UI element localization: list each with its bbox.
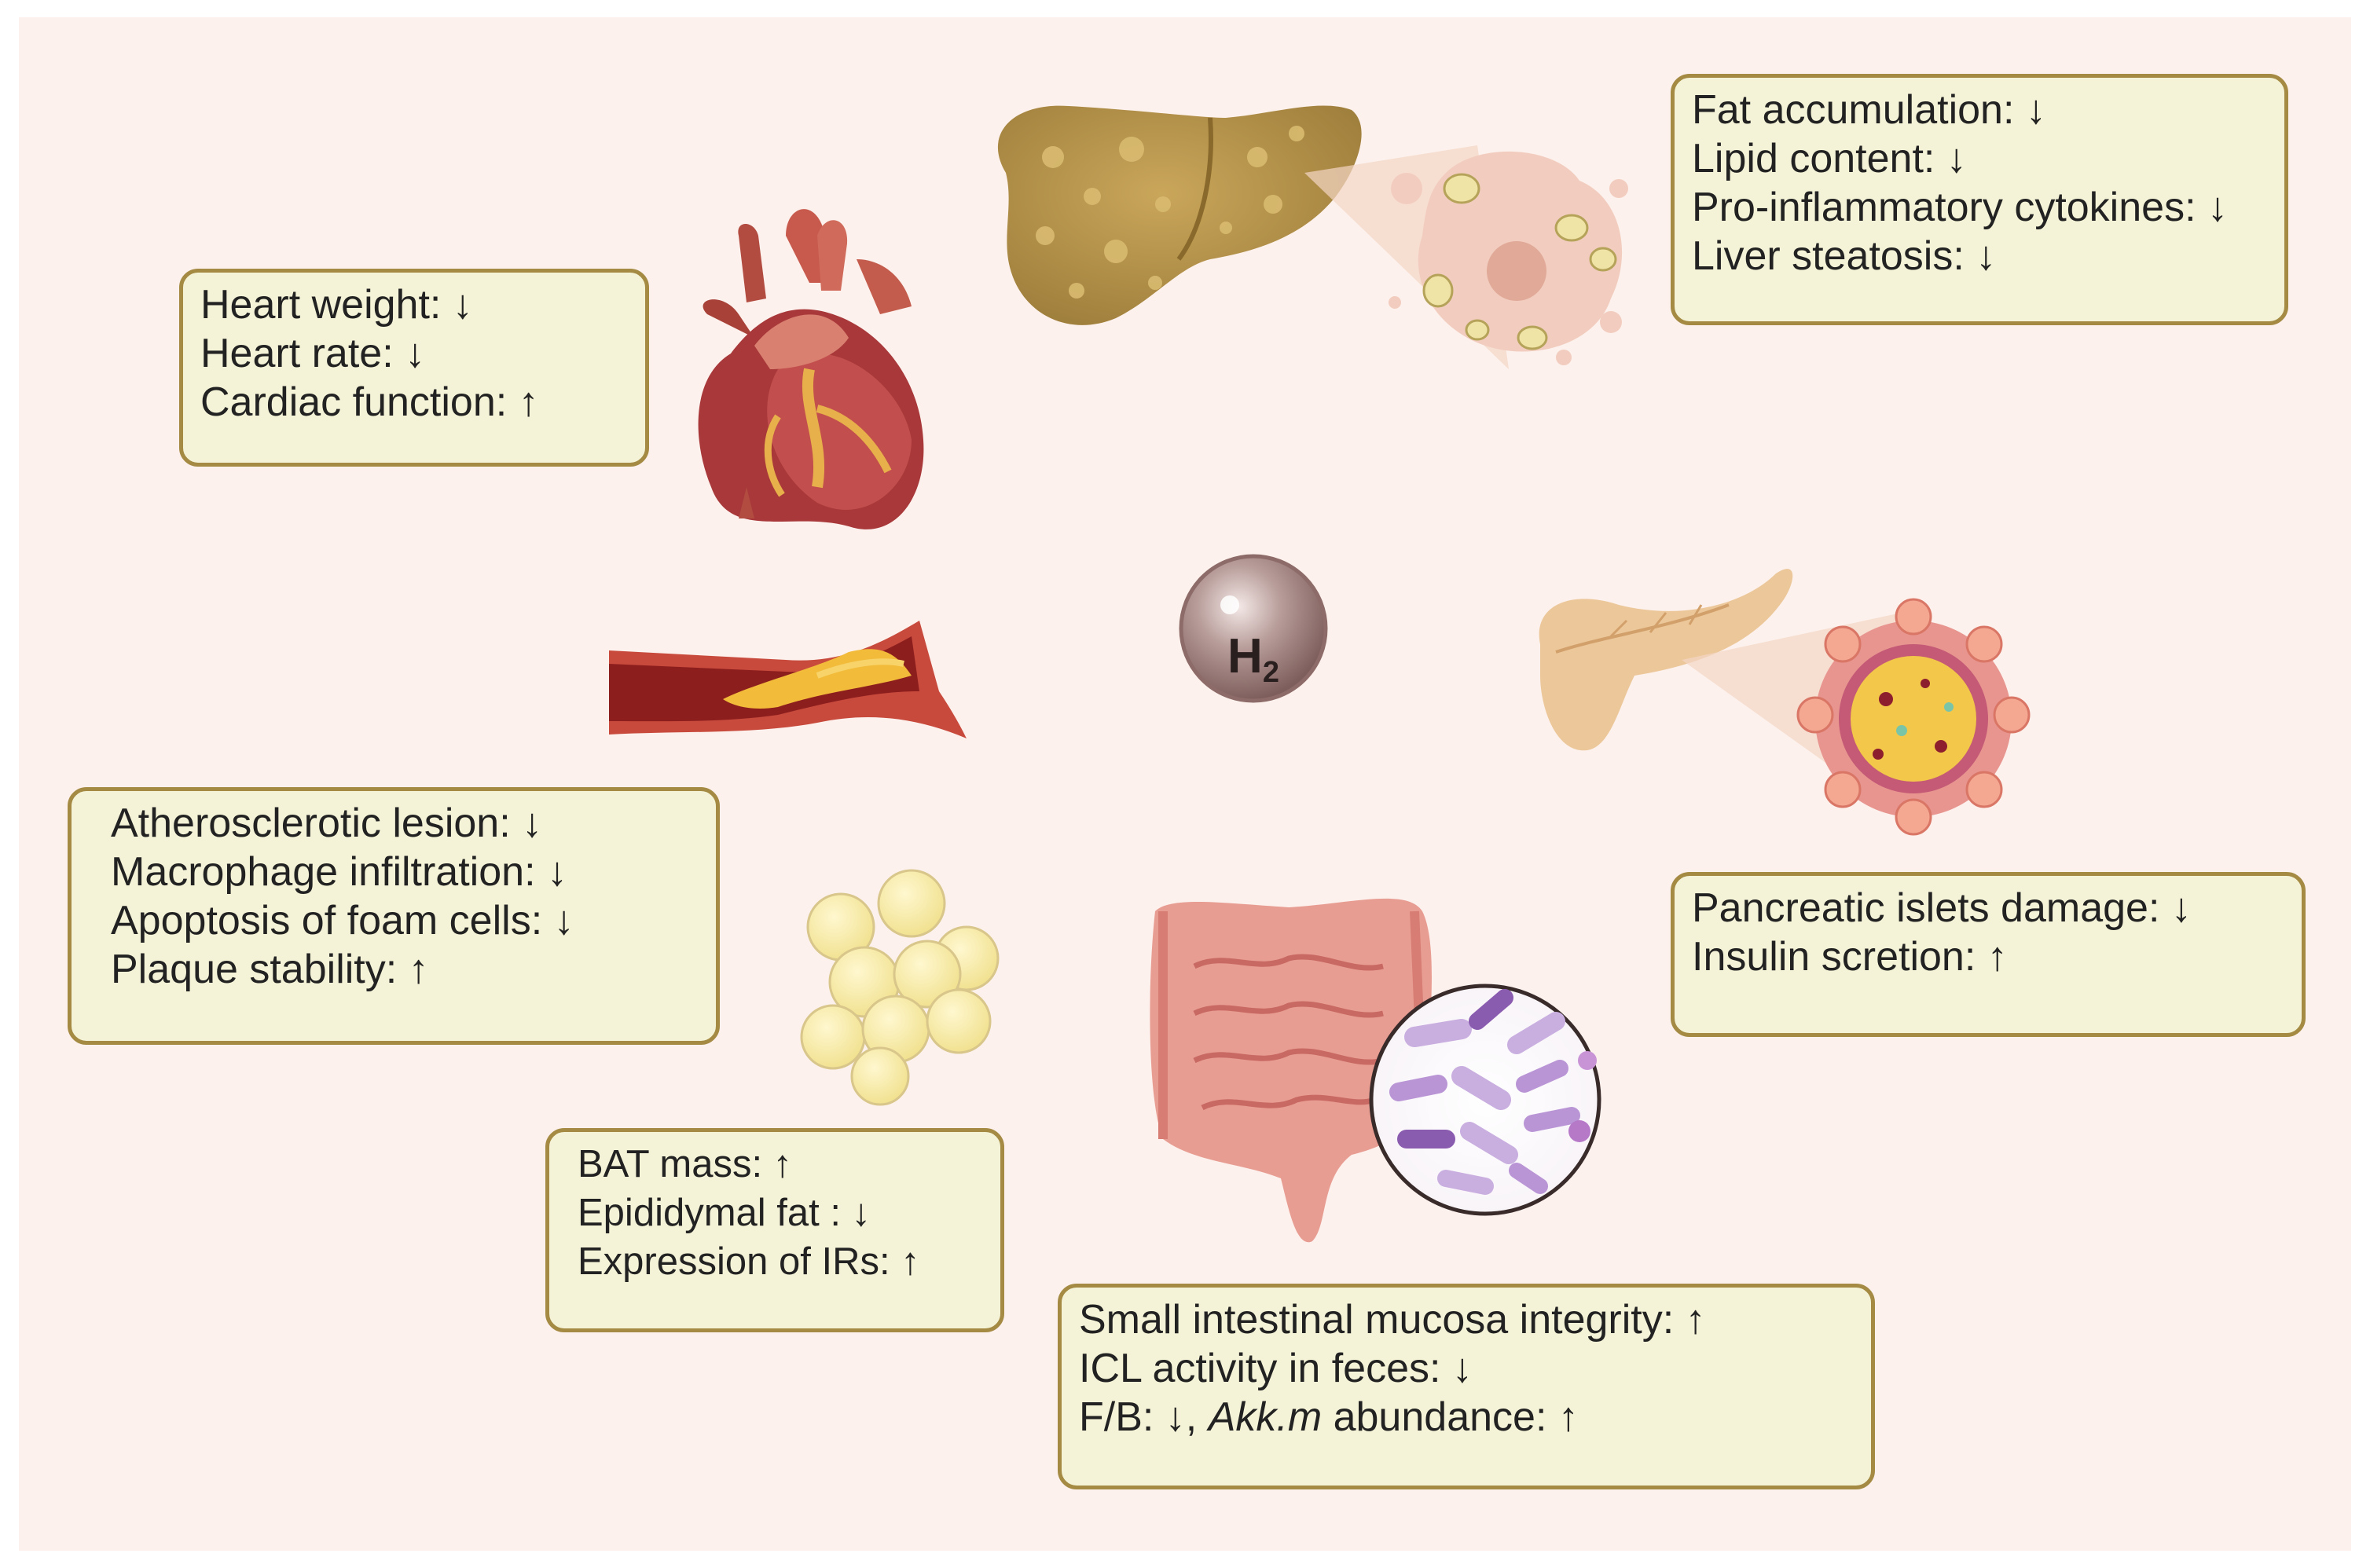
fat-accumulation-text: Fat accumulation: ↓ <box>1692 87 2046 133</box>
foam-cell-apoptosis-text: Apoptosis of foam cells: ↓ <box>111 898 574 943</box>
cardiac-function-text: Cardiac function: ↑ <box>200 379 539 425</box>
liver-effects-box: Fat accumulation: ↓ Lipid content: ↓ Pro… <box>1671 74 2288 325</box>
heart-illustration <box>698 209 924 529</box>
artery-illustration <box>609 621 967 738</box>
atherosclerotic-lesion-text: Atherosclerotic lesion: ↓ <box>111 800 543 846</box>
macrophage-infiltration-text: Macrophage infiltration: ↓ <box>111 849 567 895</box>
bacteria-illustration <box>1369 984 1601 1216</box>
epididymal-fat-text: Epididymal fat : ↓ <box>578 1192 871 1234</box>
pancreas-effects-box: Pancreatic islets damage: ↓ Insulin scre… <box>1671 872 2306 1037</box>
icl-activity-text: ICL activity in feces: ↓ <box>1079 1346 1473 1391</box>
hydrogen-label: H2 <box>1227 629 1279 689</box>
heart-effects-box: Heart weight: ↓ Heart rate: ↓ Cardiac fu… <box>179 269 649 467</box>
adipocytes-illustration <box>800 869 1000 1106</box>
pancreatic-islets-text: Pancreatic islets damage: ↓ <box>1692 885 2192 931</box>
cytokines-text: Pro-inflammatory cytokines: ↓ <box>1692 185 2228 230</box>
heart-rate-text: Heart rate: ↓ <box>200 331 426 376</box>
akk-m-label: Akk.m <box>1208 1394 1323 1440</box>
adipose-effects-box: BAT mass: ↑ Epididymal fat : ↓ Expressio… <box>545 1128 1004 1332</box>
lipid-content-text: Lipid content: ↓ <box>1692 136 1967 181</box>
intestine-effects-box: Small intestinal mucosa integrity: ↑ ICL… <box>1058 1284 1875 1489</box>
ir-expression-text: Expression of IRs: ↑ <box>578 1240 920 1283</box>
artery-effects-box: Atherosclerotic lesion: ↓ Macrophage inf… <box>68 787 720 1045</box>
liver-steatosis-text: Liver steatosis: ↓ <box>1692 233 1997 279</box>
liver-illustration <box>997 105 1628 369</box>
mucosa-integrity-text: Small intestinal mucosa integrity: ↑ <box>1079 1297 1706 1343</box>
heart-weight-text: Heart weight: ↓ <box>200 282 473 328</box>
bat-mass-text: BAT mass: ↑ <box>578 1143 793 1185</box>
hydrogen-molecule-icon <box>1179 554 1328 703</box>
insulin-secretion-text: Insulin scretion: ↑ <box>1692 934 2008 980</box>
pancreas-illustration <box>1539 569 2031 836</box>
plaque-stability-text: Plaque stability: ↑ <box>111 947 429 992</box>
fb-ratio-text: F/B: ↓, Akk.m abundance: ↑ <box>1079 1394 1579 1440</box>
